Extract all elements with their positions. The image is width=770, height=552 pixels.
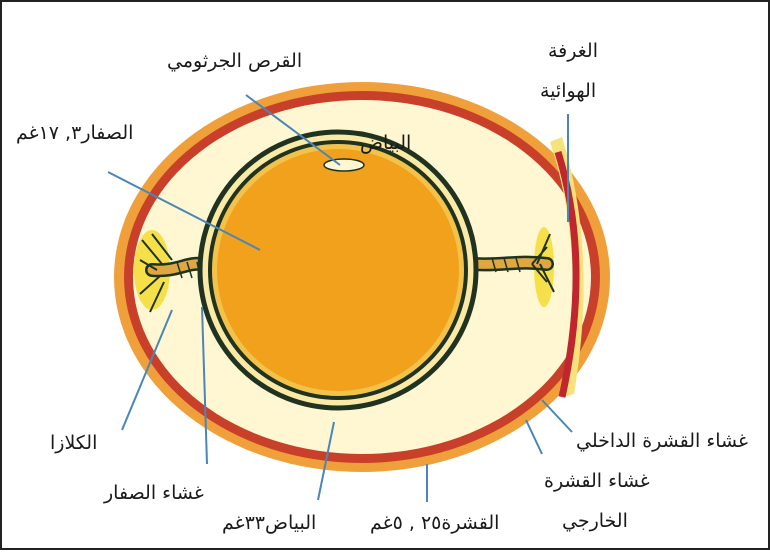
pointer-inner-membrane bbox=[542, 400, 572, 432]
label-outer-membrane-line1: غشاء القشرة bbox=[544, 468, 650, 494]
pointer-outer-membrane bbox=[526, 420, 542, 454]
label-air-cell-line1: الغرفة bbox=[548, 38, 598, 64]
label-albumen-inner: البياض bbox=[360, 130, 411, 156]
label-yolk: الصفار٣, ١٧غم bbox=[16, 120, 133, 146]
label-air-cell-line2: الهوائية bbox=[540, 78, 596, 104]
germinal-disc bbox=[324, 159, 364, 171]
label-chalaza: الكلازا bbox=[50, 430, 97, 456]
label-shell-weight: القشرة٢٥ , ٥غم bbox=[370, 510, 499, 536]
label-outer-membrane-line2: الخارجي bbox=[562, 508, 628, 534]
label-germinal-disc: القرص الجرثومي bbox=[167, 48, 302, 74]
yolk bbox=[217, 149, 459, 391]
label-inner-membrane: غشاء القشرة الداخلي bbox=[576, 428, 748, 454]
label-yolk-membrane: غشاء الصفار bbox=[104, 480, 204, 506]
label-albumen-weight: البياض٣٣غم bbox=[222, 510, 316, 536]
